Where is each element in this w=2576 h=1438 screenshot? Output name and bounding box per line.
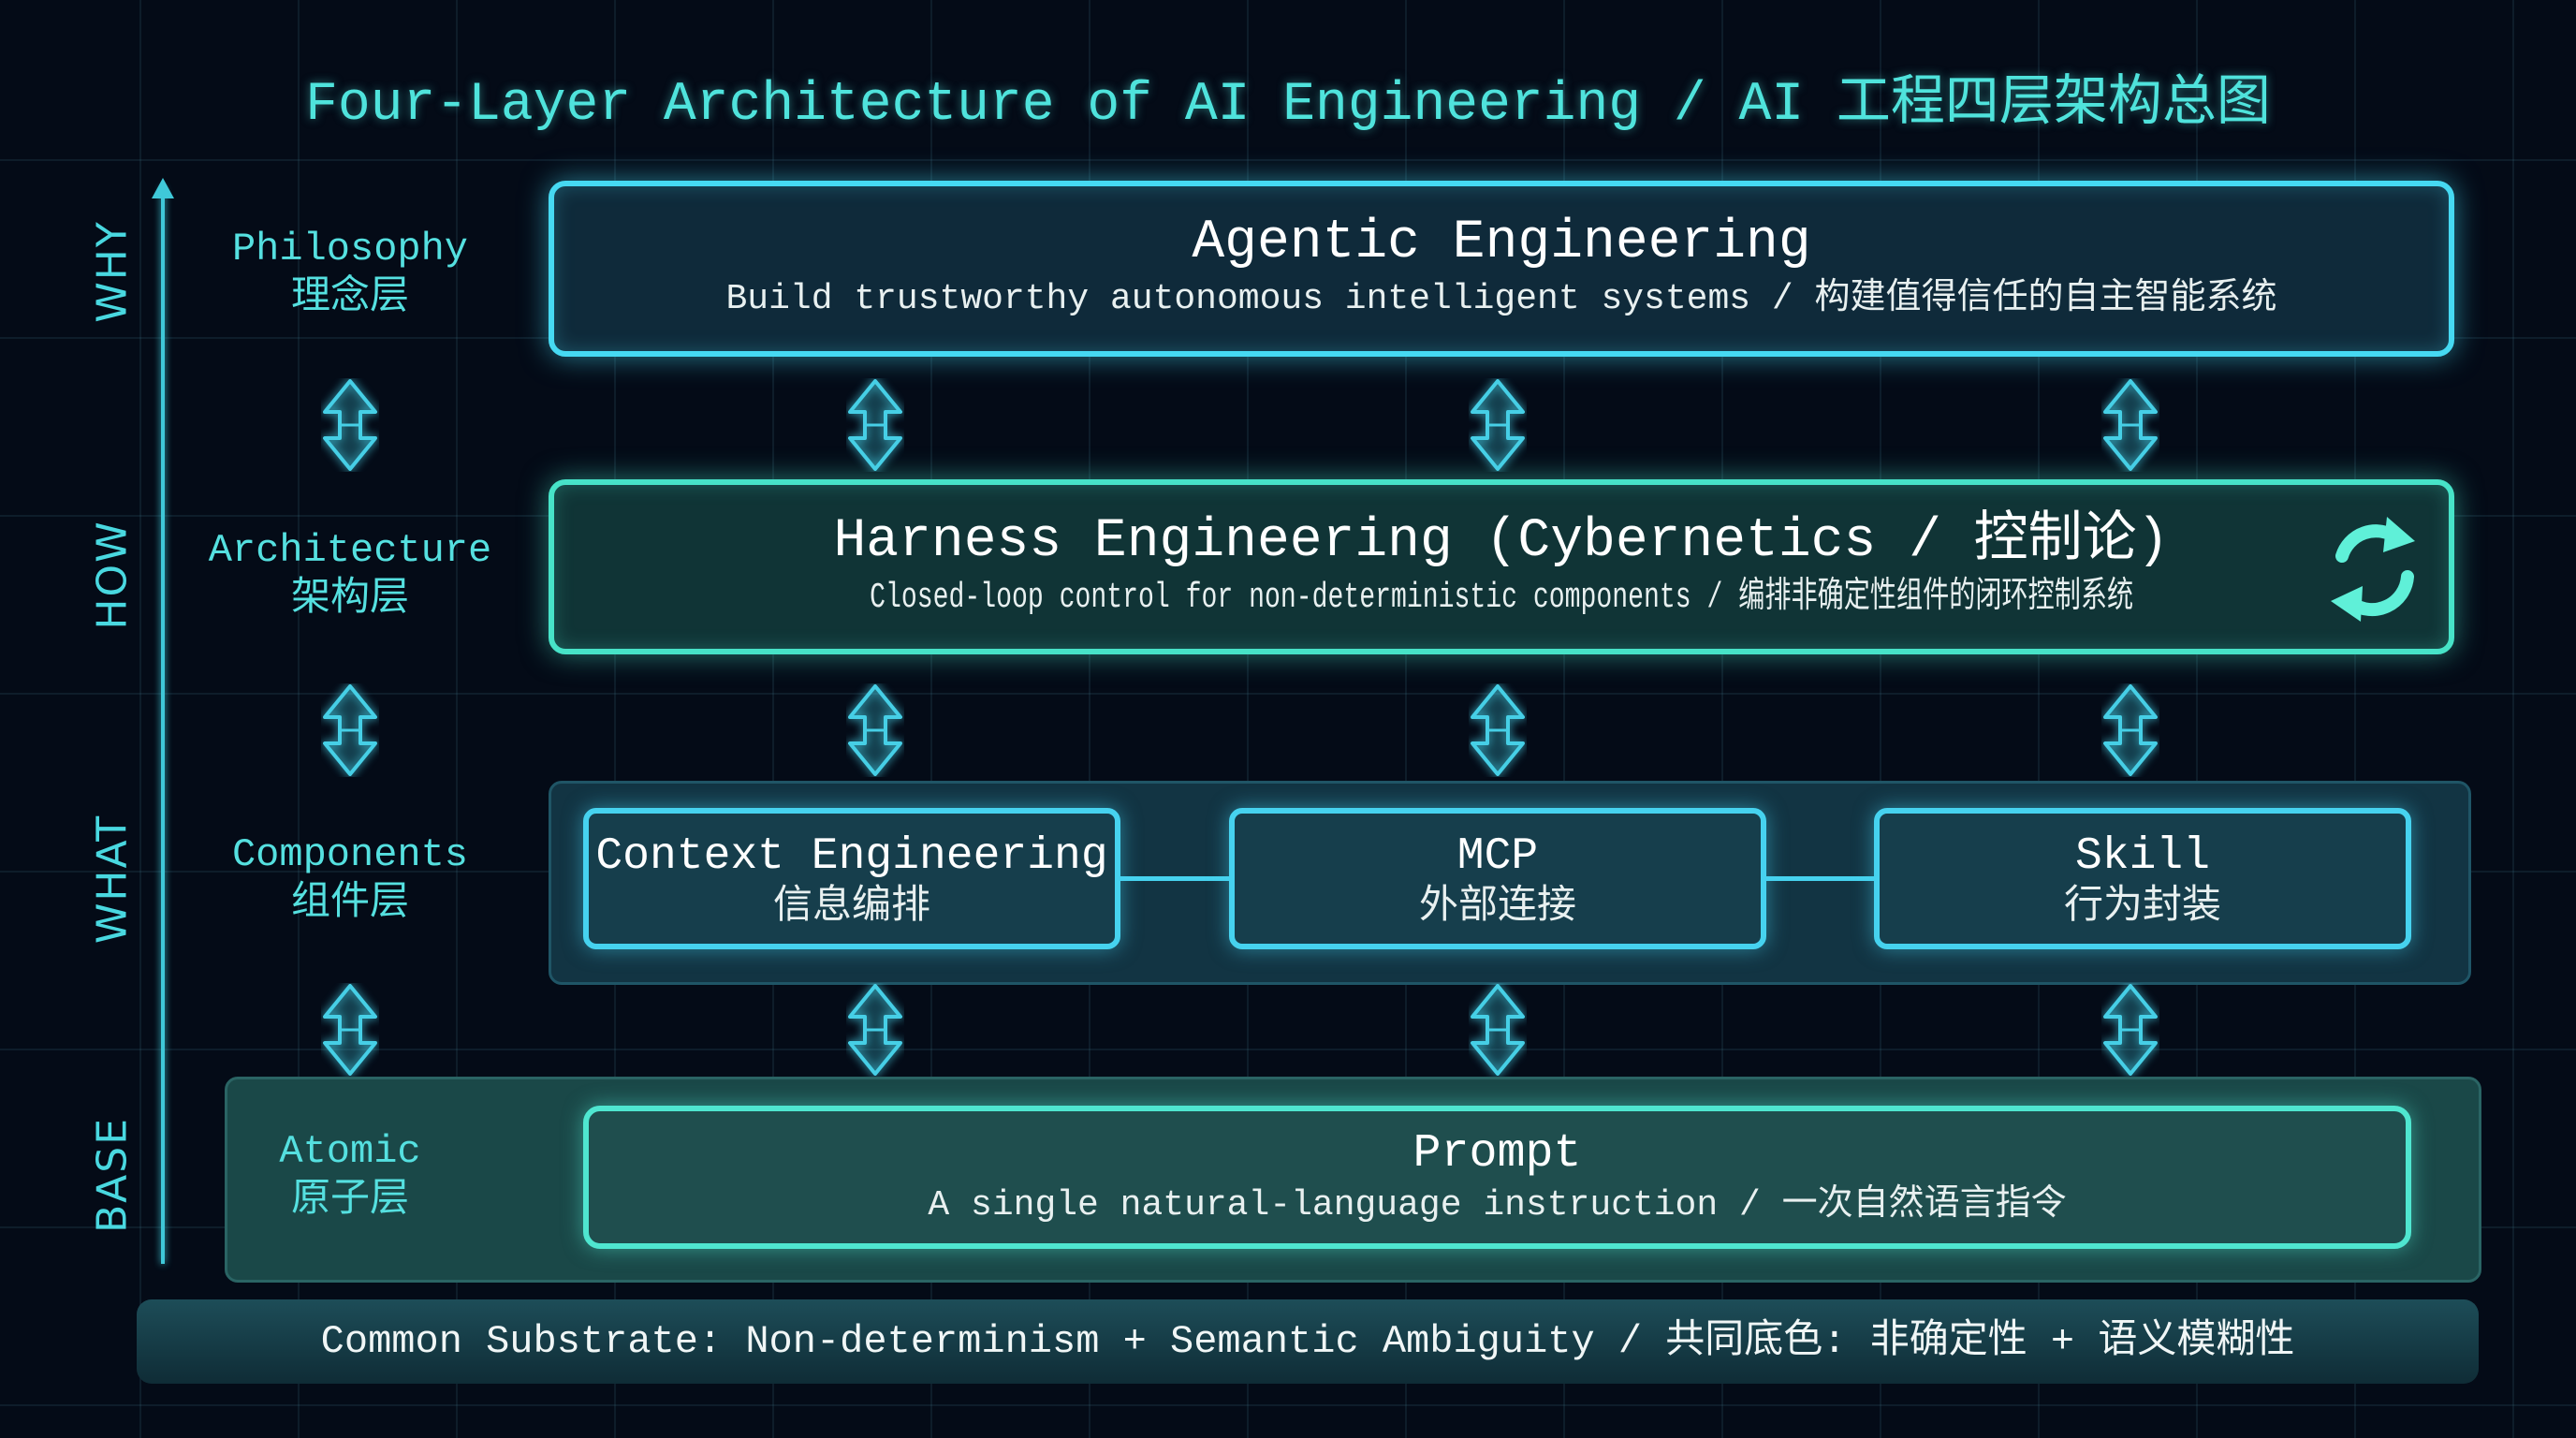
layer-label-architecture: Architecture 架构层 — [200, 526, 500, 624]
double-arrow-icon — [321, 378, 379, 477]
component-mcp: MCP 外部连接 — [1229, 808, 1766, 949]
double-arrow-icon — [846, 983, 904, 1081]
vertical-axis-line — [161, 187, 165, 1264]
axis-label-how: HOW — [88, 520, 137, 630]
layer-en: Components — [231, 832, 469, 877]
connector-line — [1766, 876, 1874, 881]
double-arrow-icon — [2101, 983, 2159, 1081]
connector-line — [1120, 876, 1229, 881]
agentic-engineering-box: Agentic Engineering Build trustworthy au… — [549, 181, 2454, 357]
axis-label-why: WHY — [88, 220, 137, 323]
axis-arrow-head-icon — [152, 178, 174, 198]
agentic-subtitle: Build trustworthy autonomous intelligent… — [725, 279, 2277, 319]
double-arrow-icon — [1469, 983, 1527, 1081]
double-arrow-icon — [321, 983, 379, 1081]
common-substrate-bar: Common Substrate: Non-determinism + Sema… — [137, 1299, 2479, 1384]
layer-label-atomic: Atomic 原子层 — [200, 1127, 500, 1225]
axis-label-base: BASE — [88, 1116, 137, 1234]
double-arrow-icon — [846, 378, 904, 477]
layer-en: Architecture — [208, 528, 492, 573]
component-zh: 信息编排 — [772, 885, 930, 930]
harness-subtitle: Closed-loop control for non-deterministi… — [870, 578, 2133, 618]
diagram-title: Four-Layer Architecture of AI Engineerin… — [305, 75, 2271, 136]
component-skill: Skill 行为封装 — [1874, 808, 2411, 949]
layer-label-components: Components 组件层 — [200, 830, 500, 928]
component-context-engineering: Context Engineering 信息编排 — [583, 808, 1120, 949]
prompt-box: Prompt A single natural-language instruc… — [583, 1106, 2411, 1249]
layer-zh: 架构层 — [290, 577, 409, 622]
double-arrow-icon — [2101, 683, 2159, 782]
harness-title: Harness Engineering (Cybernetics / 控制论) — [833, 511, 2170, 572]
double-arrow-icon — [846, 683, 904, 782]
component-name: MCP — [1456, 831, 1539, 882]
component-name: Skill — [2074, 831, 2211, 882]
component-name: Context Engineering — [595, 831, 1108, 882]
component-zh: 外部连接 — [1418, 885, 1576, 930]
cycle-refresh-icon — [2331, 517, 2415, 622]
double-arrow-icon — [321, 683, 379, 782]
layer-en: Atomic — [279, 1129, 421, 1174]
double-arrow-icon — [1469, 683, 1527, 782]
agentic-title: Agentic Engineering — [1192, 213, 1811, 273]
harness-engineering-box: Harness Engineering (Cybernetics / 控制论) … — [549, 479, 2454, 654]
double-arrow-icon — [2101, 378, 2159, 477]
layer-zh: 组件层 — [290, 881, 409, 926]
harness-subtitle-row: Closed-loop control for non-deterministi… — [554, 575, 2449, 622]
component-zh: 行为封装 — [2063, 885, 2221, 930]
double-arrow-icon — [1469, 378, 1527, 477]
prompt-subtitle: A single natural-language instruction / … — [928, 1185, 2067, 1225]
prompt-title: Prompt — [1412, 1127, 1582, 1181]
layer-zh: 原子层 — [290, 1178, 409, 1223]
layer-zh: 理念层 — [290, 275, 409, 320]
layer-label-philosophy: Philosophy 理念层 — [200, 225, 500, 322]
axis-label-what: WHAT — [88, 814, 137, 945]
layer-en: Philosophy — [231, 227, 469, 271]
